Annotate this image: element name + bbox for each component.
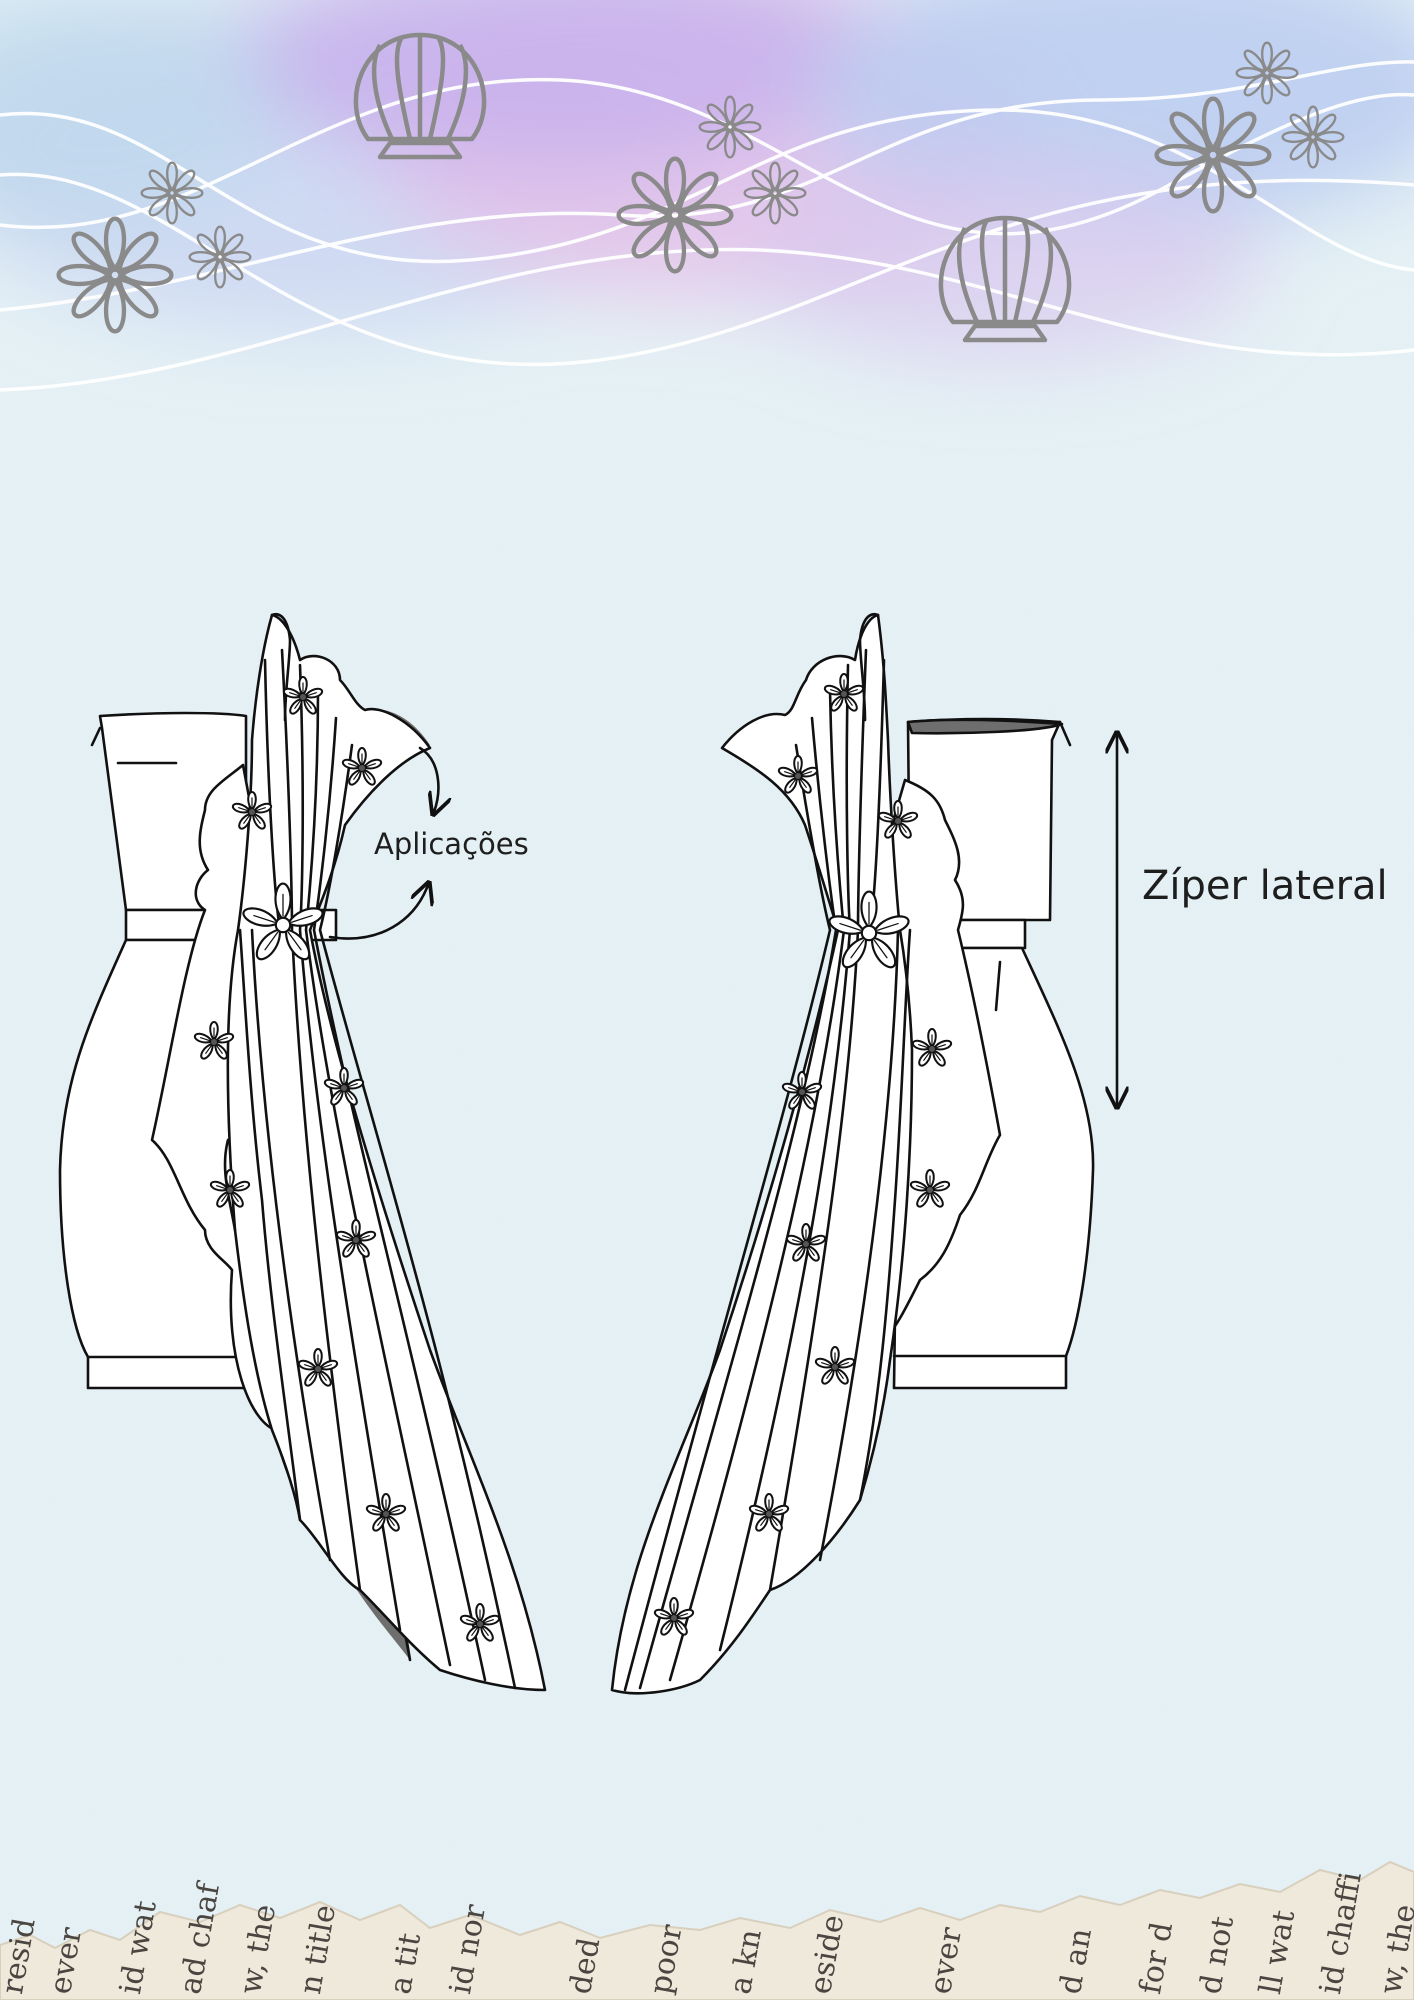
seashell-icon	[941, 218, 1069, 340]
zipper-label: Zíper lateral	[1142, 863, 1388, 909]
arrow-icon	[418, 746, 438, 812]
arrow-icon	[328, 885, 428, 940]
seashell-icon	[356, 35, 484, 157]
appliques-label: Aplicações	[374, 827, 529, 861]
dress-front-view	[58, 613, 547, 1692]
back-pleated-drape	[610, 613, 914, 1695]
dress-back-view	[610, 613, 1117, 1695]
